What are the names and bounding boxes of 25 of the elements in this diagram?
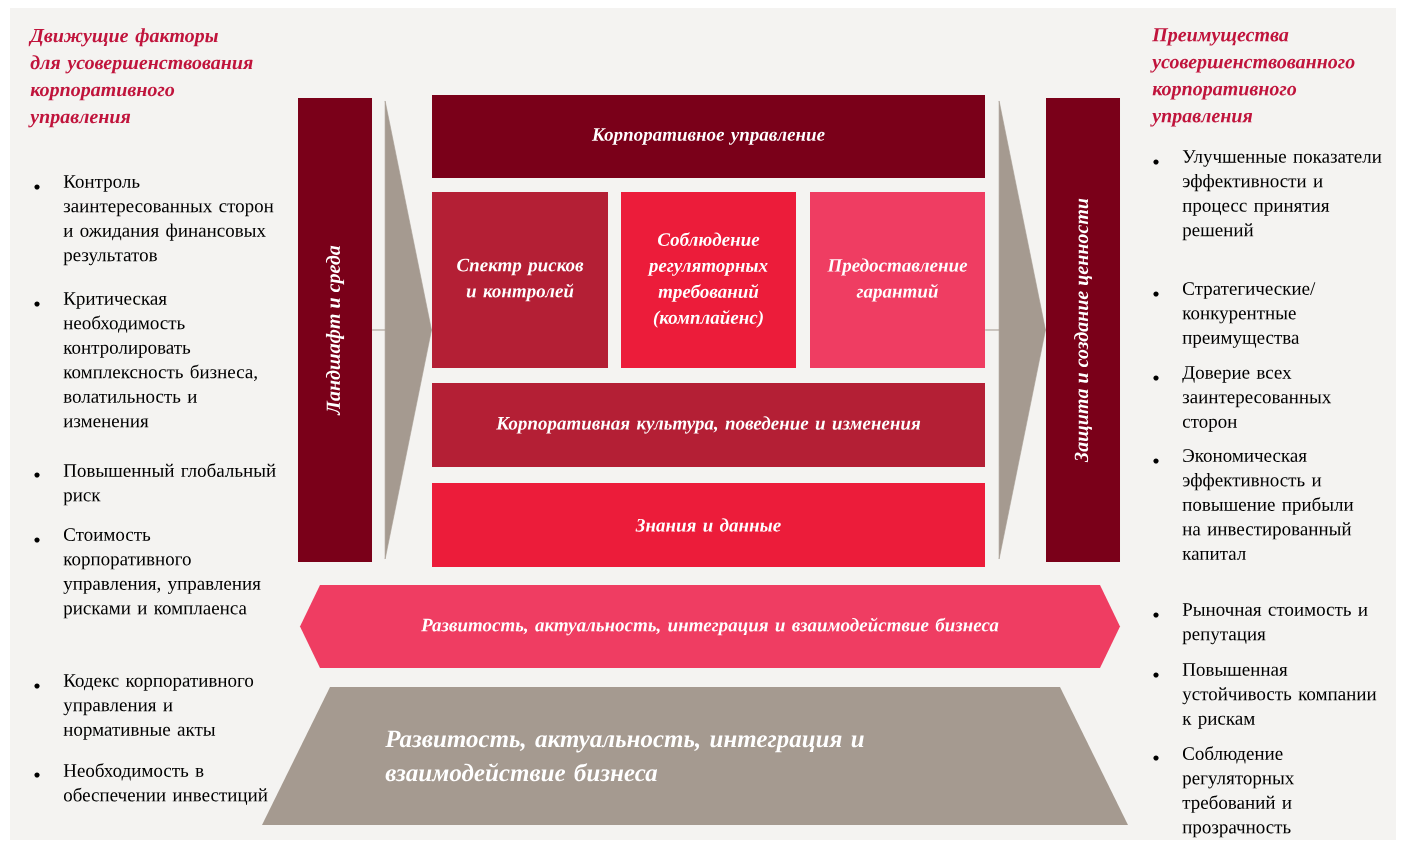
bullet-item: Повышенная устойчивость компании к рискам [1153,663,1377,729]
block-box: Предоставление гарантий [810,192,985,368]
vertical-bar: Защита и создание ценности [1046,98,1120,562]
block-box: Спектр рисков и контролей [432,192,608,368]
bullet-item: Улучшенные показатели эффективности и процесс принятия решений [1153,150,1382,241]
bullet-item: Стоимость корпоративного управления, управления рисками и комплаенса [34,528,261,619]
chevron-arrow [371,100,432,560]
column-heading: Движущие факторы для усовершенствования корпоративного управления [28,28,253,128]
vertical-bar: Ландшафт и среда [298,98,372,562]
block-box: Знания и данные [432,483,985,567]
bullet-item: Соблюдение регуляторных требований и прозрачность [1153,746,1295,838]
column-heading: Преимущества усовершенствованного корпоративного управления [1150,28,1355,127]
bullet-item: Стратегические/ конкурентные преимущества [1153,282,1316,348]
bullet-item: Критическая необходимость контролировать комплексность бизнеса, волатильность и изменения [34,292,257,428]
bullet-item: Повышенный глобальный риск [34,463,276,506]
bullet-item: Рыночная стоимость и репутация [1153,603,1368,645]
bullet-item: Контроль заинтересованных сторон и ожидания финансовых результатов [34,175,274,266]
block-box: Соблюдение регуляторных требований (комплайенс) [621,192,796,368]
banner: Развитость, актуальность, интеграция и взаимодействие бизнеса [300,585,1120,668]
chevron-arrow [984,100,1046,560]
bullet-item: Кодекс корпоративного управления и нормативные акты [34,674,254,740]
block-box: Корпоративное управление [432,95,985,178]
bullet-item: Экономическая эффективность и повышение прибыли на инвестированный капитал [1153,449,1354,560]
bullet-item: Доверие всех заинтересованных сторон [1153,366,1332,432]
block-box: Корпоративная культура, поведение и изменения [432,383,985,467]
